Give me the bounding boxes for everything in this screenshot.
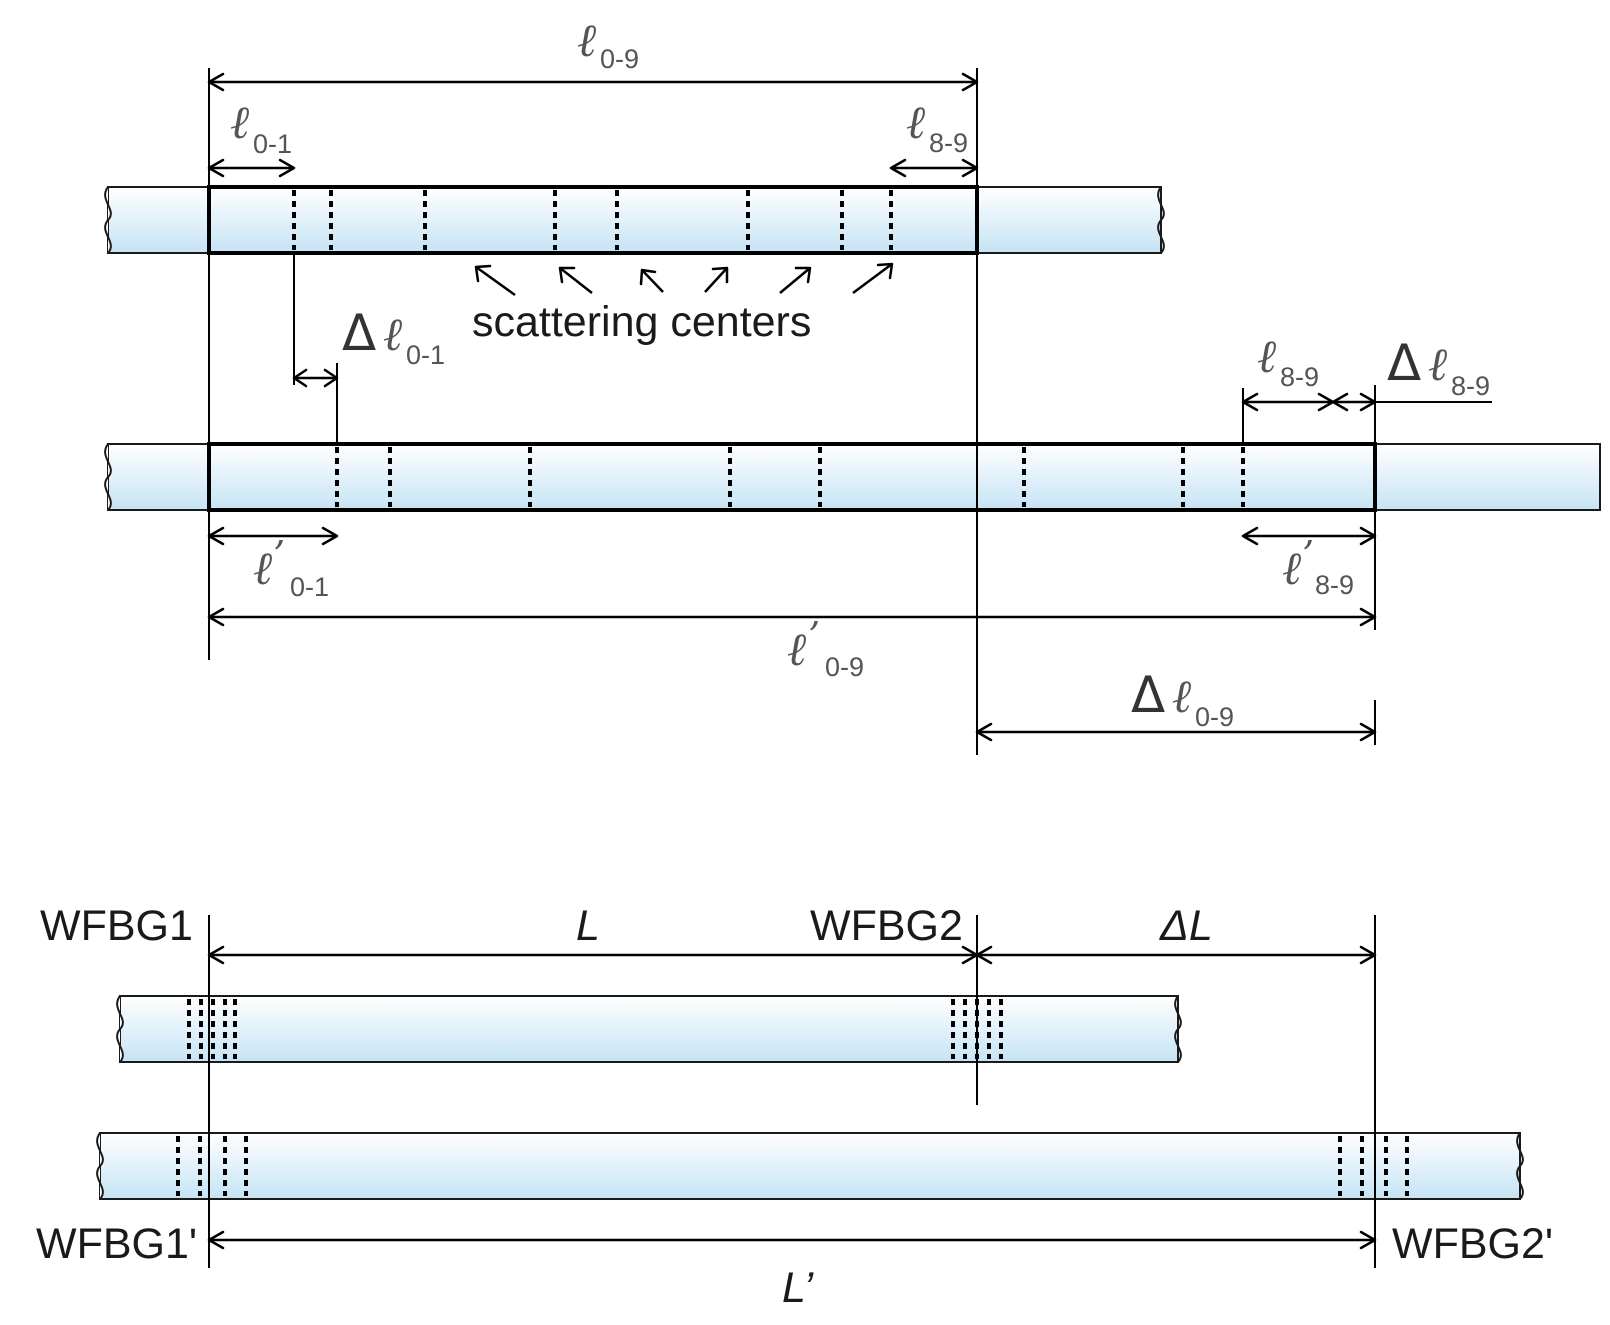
svg-text:’: ’ <box>1302 533 1314 577</box>
label-l-prime-0-9: ℓ ’ 0-9 <box>787 614 864 682</box>
dim-l-prime-0-9 <box>207 607 1377 627</box>
svg-text:ℓ: ℓ <box>906 95 926 149</box>
svg-text:ℓ: ℓ <box>1257 329 1277 383</box>
svg-text:0-9: 0-9 <box>825 652 864 682</box>
svg-text:ℓ: ℓ <box>1282 541 1302 595</box>
fiber-1-scattering-centers <box>292 190 893 250</box>
wfbg1-grating <box>187 999 237 1059</box>
fiber-4 <box>96 1132 1524 1200</box>
dim-L-prime <box>207 1230 1377 1250</box>
svg-text:0-9: 0-9 <box>1195 702 1234 732</box>
label-wfbg2: WFBG2 <box>810 902 963 950</box>
svg-text:0-1: 0-1 <box>290 572 329 602</box>
dim-l-prime-8-9 <box>1241 526 1377 546</box>
svg-text:ℓ: ℓ <box>383 307 403 361</box>
label-l-prime-8-9: ℓ ’ 8-9 <box>1282 533 1354 600</box>
svg-text:8-9: 8-9 <box>1451 371 1490 401</box>
scattering-pointer-arrows <box>474 262 894 297</box>
wfbg1-prime-grating <box>176 1136 248 1196</box>
dim-delta-L <box>975 945 1377 965</box>
label-delta-l-0-1: Δ ℓ 0-1 <box>342 304 445 370</box>
dim-delta-l-0-1 <box>292 368 339 388</box>
label-delta-l-0-9: Δ ℓ 0-9 <box>1131 666 1234 732</box>
label-delta-L: ΔL <box>1159 902 1213 950</box>
label-l-0-9: ℓ 0-9 <box>577 13 639 74</box>
svg-text:ℓ: ℓ <box>1428 337 1448 391</box>
dim-l-0-1 <box>207 158 296 178</box>
label-l-8-9-strained: ℓ 8-9 <box>1257 329 1319 392</box>
label-wfbg1-prime: WFBG1' <box>36 1220 197 1268</box>
svg-text:’: ’ <box>273 533 285 577</box>
label-l-8-9: ℓ 8-9 <box>906 95 968 158</box>
svg-text:8-9: 8-9 <box>1280 362 1319 392</box>
svg-text:ℓ: ℓ <box>1172 669 1192 723</box>
reference-lines <box>208 68 1492 1268</box>
svg-text:Δ: Δ <box>342 304 376 362</box>
label-wfbg1: WFBG1 <box>40 902 193 950</box>
dim-l-8-9 <box>889 158 979 178</box>
fiber-1 <box>104 185 1165 255</box>
svg-text:ℓ: ℓ <box>787 622 807 676</box>
svg-text:’: ’ <box>808 614 820 658</box>
fiber-2-scattering-centers <box>335 447 1245 507</box>
wfbg2-prime-grating <box>1338 1136 1409 1196</box>
svg-text:8-9: 8-9 <box>1315 570 1354 600</box>
svg-text:0-1: 0-1 <box>406 340 445 370</box>
label-L-prime: L’ <box>782 1264 815 1312</box>
svg-text:Δ: Δ <box>1131 666 1165 724</box>
svg-text:8-9: 8-9 <box>929 128 968 158</box>
dim-l-8-9-strained <box>1241 392 1377 412</box>
dim-l-prime-0-1 <box>207 526 339 546</box>
svg-text:ℓ: ℓ <box>577 13 597 67</box>
fiber-3 <box>116 995 1182 1063</box>
label-delta-l-8-9: Δ ℓ 8-9 <box>1387 334 1490 401</box>
label-L: L <box>576 902 600 950</box>
svg-text:ℓ: ℓ <box>230 95 250 149</box>
label-l-prime-0-1: ℓ ’ 0-1 <box>253 533 329 602</box>
label-wfbg2-prime: WFBG2' <box>1392 1220 1553 1268</box>
label-scattering-centers: scattering centers <box>472 298 811 346</box>
label-l-0-1: ℓ 0-1 <box>230 95 292 159</box>
svg-text:0-1: 0-1 <box>253 129 292 159</box>
svg-text:ℓ: ℓ <box>253 541 273 595</box>
dim-l-0-9 <box>207 72 979 92</box>
svg-text:0-9: 0-9 <box>600 44 639 74</box>
dim-delta-l-0-9 <box>975 722 1377 742</box>
svg-text:Δ: Δ <box>1387 334 1421 392</box>
